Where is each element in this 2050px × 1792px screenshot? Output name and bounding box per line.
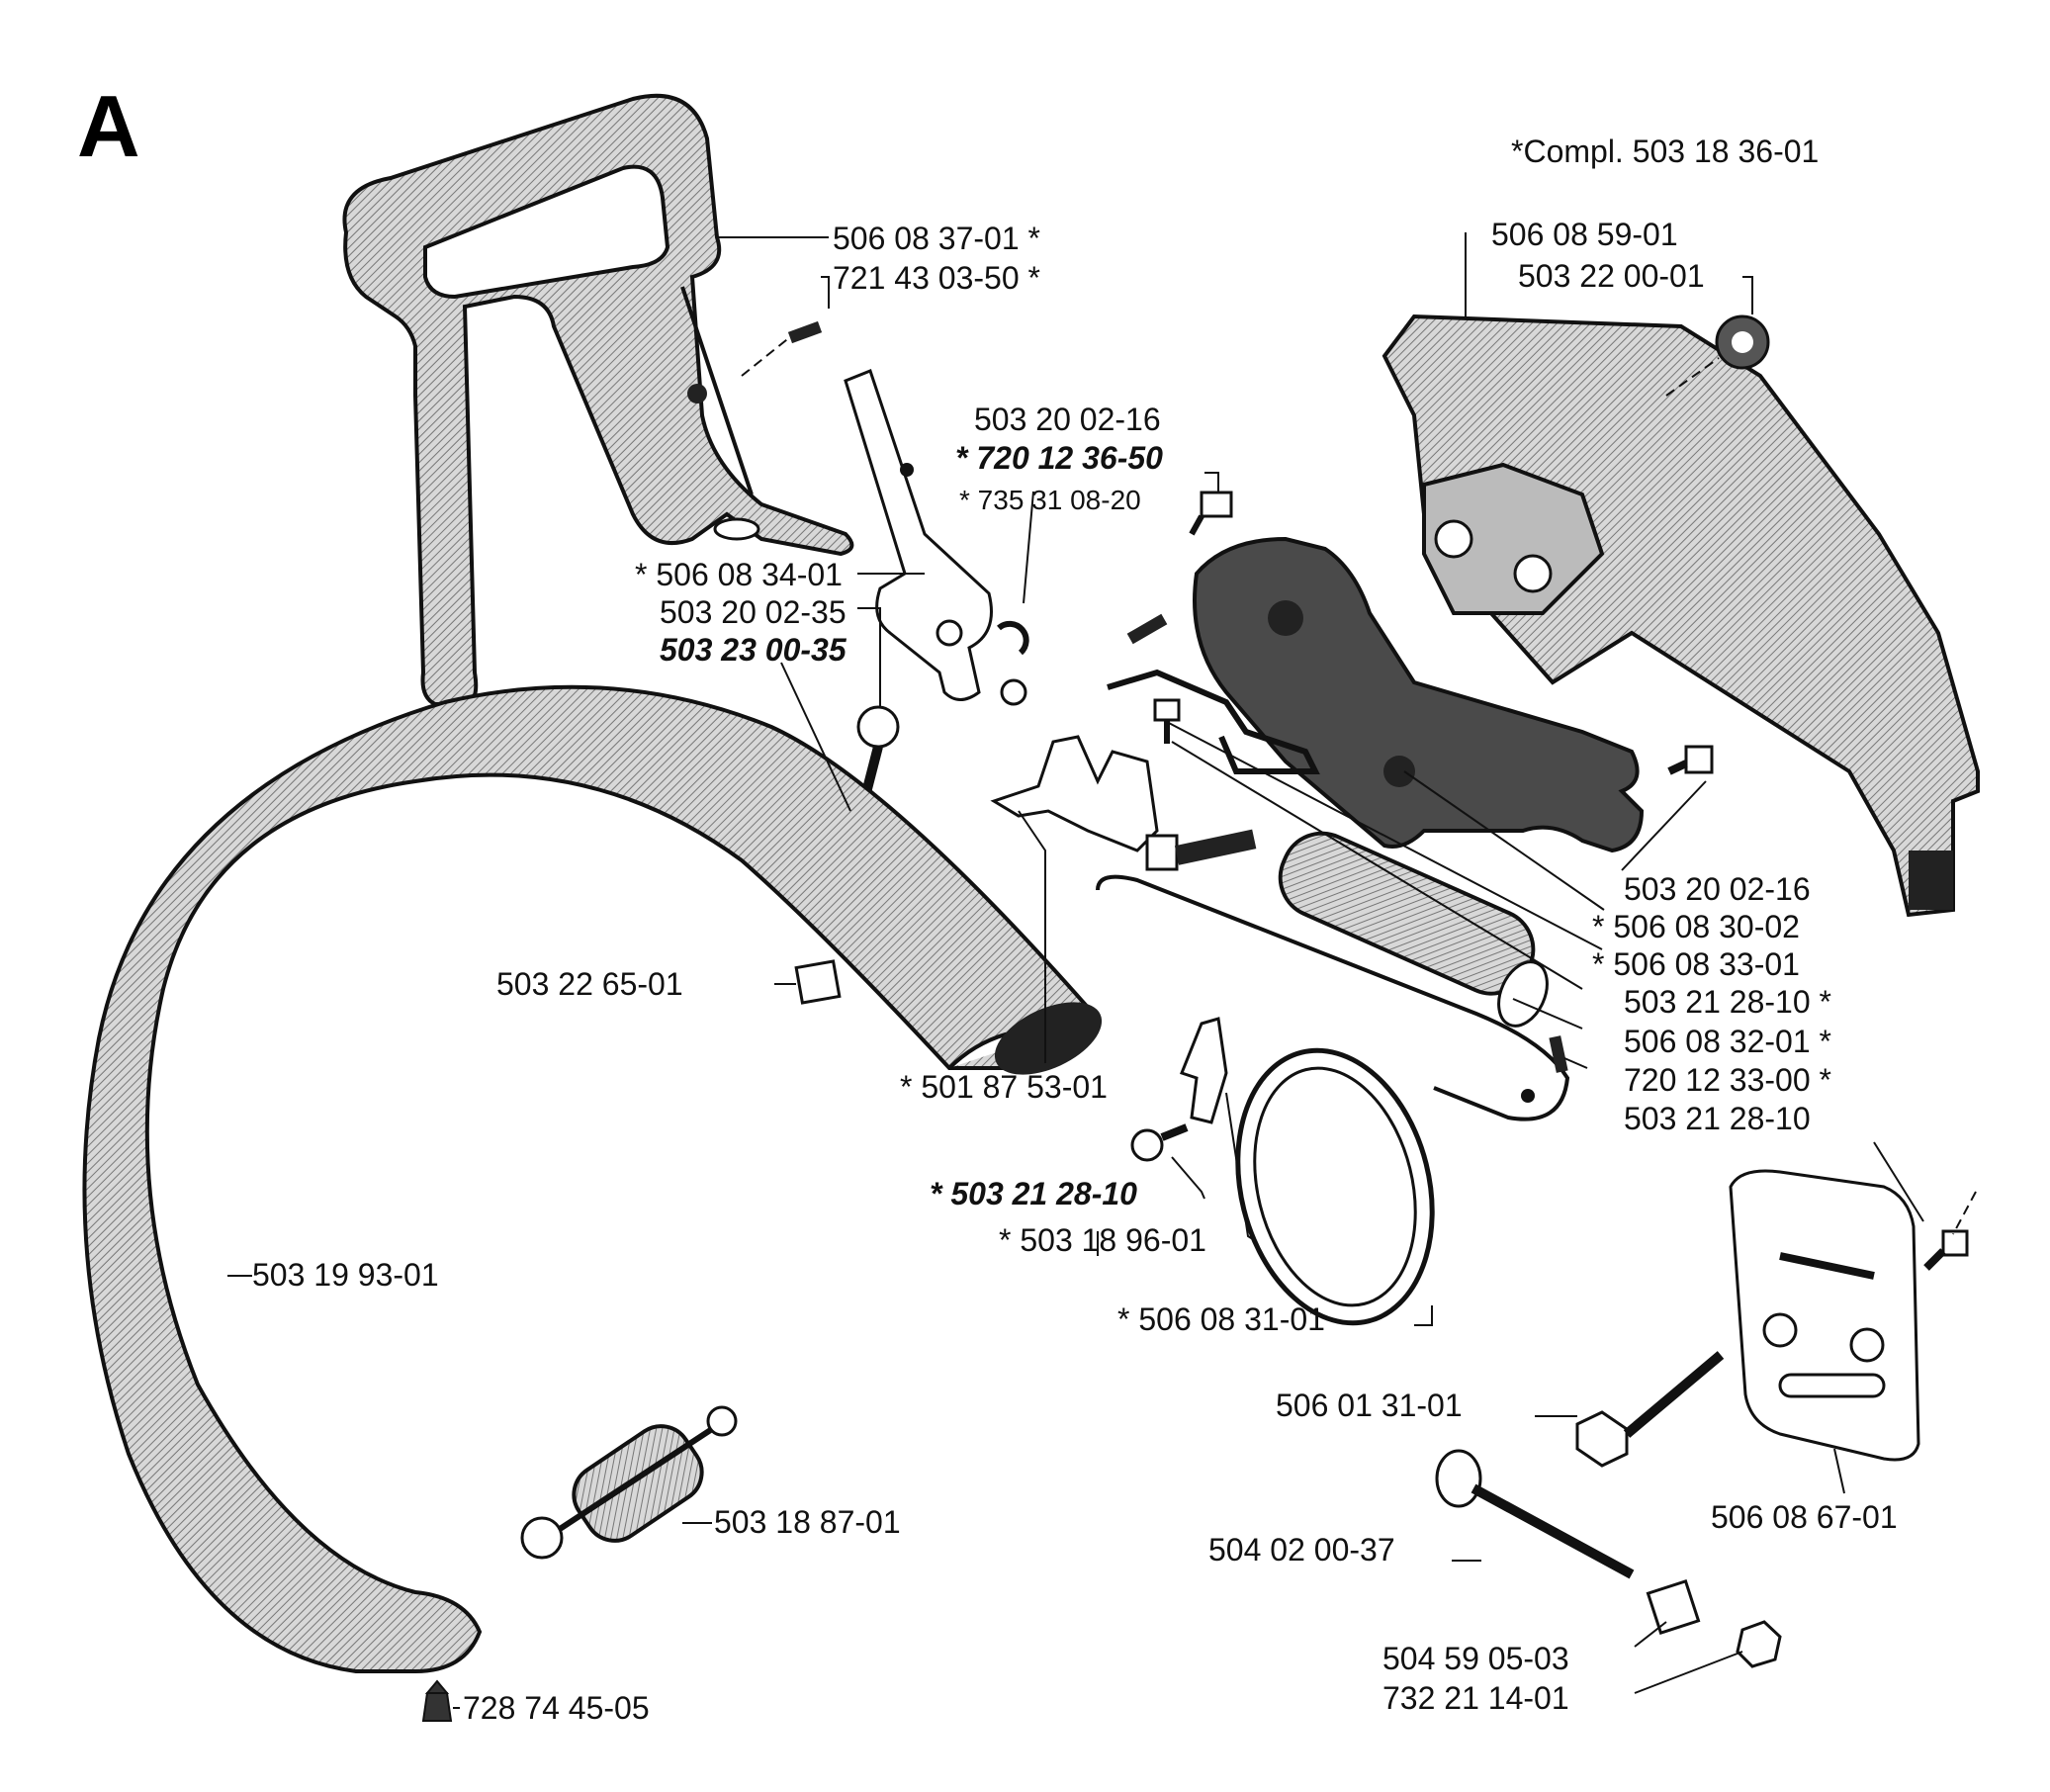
coil-spring-part: [1278, 831, 1549, 1028]
label-506-08-59-01: 506 08 59-01: [1491, 217, 1678, 252]
label-503-21-28-10-c: * 503 21 28-10: [930, 1176, 1137, 1211]
hex-nut-part: [1736, 1620, 1782, 1668]
spring-clip-part: [1107, 669, 1320, 774]
cover-nut-part: [1715, 314, 1770, 370]
pin-part-small: [1549, 1035, 1568, 1073]
grub-screw-part: [421, 1679, 453, 1722]
pin-part-top: [787, 320, 823, 344]
label-506-08-32-01: 506 08 32-01 *: [1624, 1024, 1831, 1059]
label-501-87-53-01: * 501 87 53-01: [900, 1069, 1108, 1105]
damper-part: [520, 1405, 738, 1560]
circlip-part: [997, 620, 1029, 656]
label-735-31-08-20: * 735 31 08-20: [959, 485, 1141, 515]
label-732-21-14-01: 732 21 14-01: [1382, 1680, 1569, 1716]
label-503-21-28-10-a: 503 21 28-10 *: [1624, 984, 1831, 1020]
label-506-08-33-01: * 506 08 33-01: [1592, 946, 1800, 982]
tension-nut-part: [1646, 1578, 1701, 1636]
label-721-43-03-50: 721 43 03-50 *: [833, 260, 1040, 296]
label-720-12-33-00: 720 12 33-00 *: [1624, 1062, 1831, 1098]
pin-part-mid: [1126, 613, 1168, 645]
screw-part-d: [1153, 698, 1181, 744]
bolt-part: [1575, 1351, 1725, 1468]
label-728-74-45-05: 728 74 45-05: [463, 1690, 650, 1726]
label-503-19-93-01: 503 19 93-01: [252, 1257, 439, 1293]
label-720-12-36-50: * 720 12 36-50: [955, 440, 1163, 476]
label-503-20-02-16-right: 503 20 02-16: [1624, 871, 1811, 907]
screw-part-e: [1130, 1123, 1189, 1162]
label-506-08-34-01: * 506 08 34-01: [635, 557, 843, 592]
label-503-23-00-35: 503 23 00-35: [660, 632, 847, 668]
screw-part-c: [1667, 745, 1714, 775]
screw-part-a: [1189, 491, 1233, 536]
label-503-18-87-01: 503 18 87-01: [714, 1504, 901, 1540]
trigger-part: [990, 735, 1257, 871]
label-506-08-30-02: * 506 08 30-02: [1592, 909, 1800, 944]
label-503-21-28-10-b: 503 21 28-10: [1624, 1101, 1811, 1136]
label-503-20-02-35: 503 20 02-35: [660, 594, 847, 630]
label-504-59-05-03: 504 59 05-03: [1382, 1641, 1569, 1676]
rear-handle-part: [342, 93, 854, 706]
guide-plate-part: [1729, 1169, 1920, 1462]
label-503-18-96-01: * 503 18 96-01: [999, 1222, 1206, 1258]
square-nut-part: [794, 959, 842, 1005]
label-506-08-67-01: 506 08 67-01: [1711, 1499, 1898, 1535]
label-503-22-00-01: 503 22 00-01: [1518, 258, 1705, 294]
complete-assembly-note: *Compl. 503 18 36-01: [1511, 134, 1819, 169]
label-506-08-31-01: * 506 08 31-01: [1117, 1301, 1325, 1337]
bracket-part: [1180, 1017, 1228, 1124]
front-handle-part: [82, 684, 1103, 1673]
label-503-22-65-01: 503 22 65-01: [496, 966, 683, 1002]
label-504-02-00-37: 504 02 00-37: [1208, 1532, 1395, 1568]
label-506-08-37-01: 506 08 37-01 *: [833, 221, 1040, 256]
clutch-cover-part: [1382, 314, 1980, 918]
label-506-01-31-01: 506 01 31-01: [1276, 1388, 1463, 1423]
lever-part: [844, 369, 1027, 706]
tensioner-part: [1435, 1449, 1635, 1579]
screw-part-f: [1923, 1229, 1969, 1271]
section-letter: A: [77, 77, 140, 175]
label-503-20-02-16-top: 503 20 02-16: [974, 402, 1161, 437]
